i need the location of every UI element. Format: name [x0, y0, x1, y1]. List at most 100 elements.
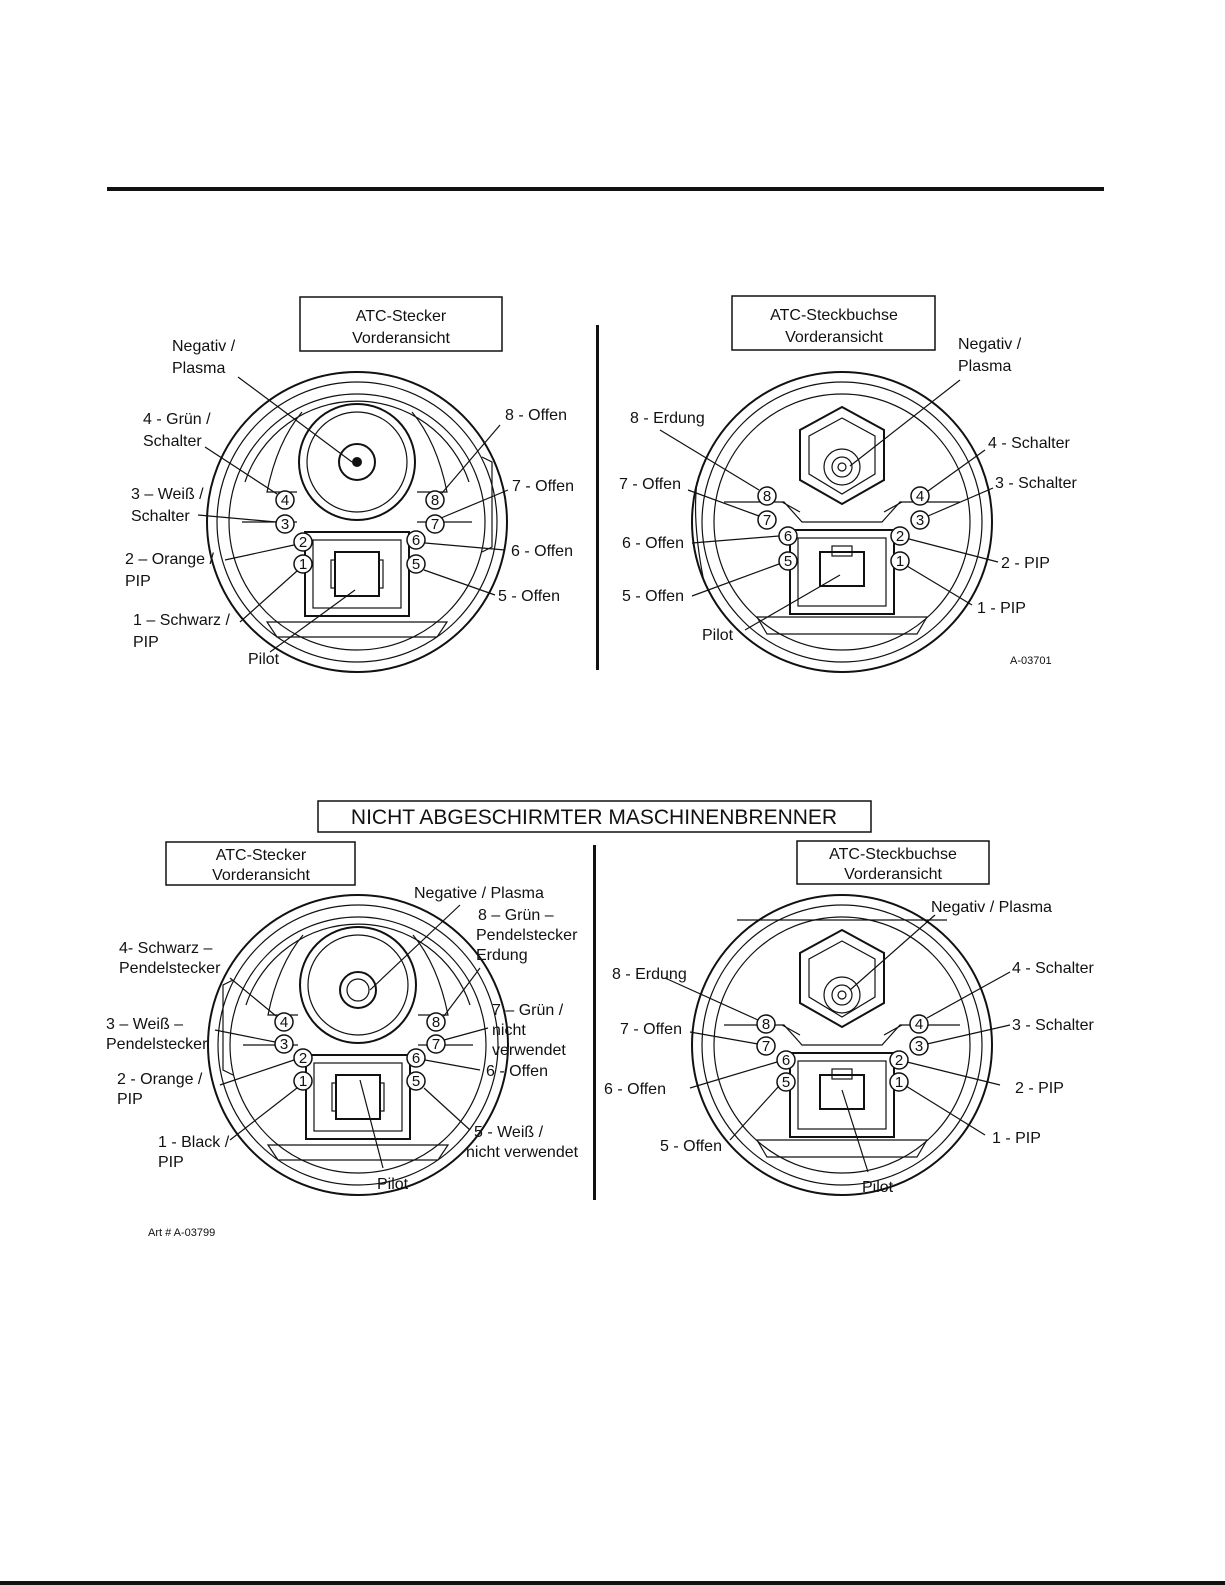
- pin-7: 7: [432, 1036, 440, 1053]
- label-pin5: 5 - Offen: [622, 588, 684, 605]
- label-pin6: 6 - Offen: [511, 543, 573, 560]
- label-negativ-line1: Negativ /: [172, 338, 236, 355]
- pin-7: 7: [763, 512, 771, 529]
- label-pilot: Pilot: [862, 1179, 894, 1196]
- label-pin8-line3: Erdung: [476, 947, 528, 964]
- pin-2: 2: [299, 534, 307, 551]
- label-pin4: 4 - Schalter: [988, 435, 1070, 452]
- pin-6: 6: [782, 1052, 790, 1069]
- pin-1: 1: [299, 556, 307, 573]
- label-pin3: 3 - Schalter: [995, 475, 1077, 492]
- pin-7: 7: [762, 1038, 770, 1055]
- pin-5: 5: [782, 1074, 790, 1091]
- pin-5: 5: [412, 1073, 420, 1090]
- label-pin8-line1: 8 – Grün –: [478, 907, 554, 924]
- label-pin6: 6 - Offen: [604, 1081, 666, 1098]
- plug-leaders: [197, 376, 509, 653]
- pin-1: 1: [299, 1073, 307, 1090]
- label-pin5: 5 - Offen: [660, 1138, 722, 1155]
- figure1-divider: [596, 325, 599, 670]
- socket-title-line1: ATC-Steckbuchse: [829, 846, 957, 863]
- pin-5: 5: [412, 556, 420, 573]
- label-pilot: Pilot: [702, 627, 734, 644]
- socket-pins: 8 7 6 5 4 3 2 1: [756, 1014, 929, 1092]
- plug-title-box: [165, 841, 356, 886]
- art-number-1: A-03701: [1010, 655, 1052, 667]
- pin-3: 3: [915, 1038, 923, 1055]
- plug-connector-face: [207, 894, 509, 1196]
- pin-4: 4: [916, 488, 924, 505]
- pin-6: 6: [784, 528, 792, 545]
- label-pin7: 7 - Offen: [620, 1021, 682, 1038]
- label-pin2-line1: 2 - Orange /: [117, 1071, 203, 1088]
- label-negativ-line1: Negativ /: [958, 336, 1022, 353]
- plug-connector-face: [206, 371, 508, 673]
- header-rule: [107, 187, 1104, 191]
- label-negativ: Negative / Plasma: [414, 885, 544, 902]
- label-pin3: 3 - Schalter: [1012, 1017, 1094, 1034]
- label-pin8: 8 - Erdung: [612, 966, 687, 983]
- label-pin8-line2: Pendelstecker: [476, 927, 578, 944]
- label-pin2: 2 - PIP: [1015, 1080, 1064, 1097]
- plug-labels: Negativ / Plasma 4 - Grün / Schalter 3 –…: [125, 338, 574, 668]
- label-pin2-line1: 2 – Orange /: [125, 551, 215, 568]
- plug-leaders: [214, 904, 489, 1169]
- label-pin8: 8 - Offen: [505, 407, 567, 424]
- label-pin1: 1 - PIP: [977, 600, 1026, 617]
- label-pin5: 5 - Offen: [498, 588, 560, 605]
- plug-title-line1: ATC-Stecker: [216, 847, 307, 864]
- figure2-divider: [593, 845, 596, 1200]
- socket-title-line1: ATC-Steckbuchse: [770, 307, 898, 324]
- label-negativ-line2: Plasma: [172, 360, 225, 377]
- label-pin3-line2: Pendelstecker: [106, 1036, 208, 1053]
- label-pin2-line2: PIP: [117, 1091, 143, 1108]
- label-pin2: 2 - PIP: [1001, 555, 1050, 572]
- label-pin4-line2: Schalter: [143, 433, 202, 450]
- pin-4: 4: [281, 492, 289, 509]
- label-pin7-line1: 7 – Grün /: [492, 1002, 564, 1019]
- figure-2: NICHT ABGESCHIRMTER MASCHINENBRENNER ATC…: [106, 800, 1094, 1239]
- socket-labels: Negativ / Plasma 8 - Erdung 7 - Offen 6 …: [619, 336, 1077, 644]
- label-pin7-line3: verwendet: [492, 1042, 566, 1059]
- label-pin1-line1: 1 - Black /: [158, 1134, 230, 1151]
- socket-title-box: [796, 840, 990, 885]
- plug-pins: 4 3 2 1 8 7 6 5: [275, 490, 445, 574]
- pin-3: 3: [280, 1036, 288, 1053]
- art-number-2: Art # A-03799: [148, 1227, 215, 1239]
- label-pin7: 7 - Offen: [512, 478, 574, 495]
- label-pin2-line2: PIP: [125, 573, 151, 590]
- label-pin4-line1: 4- Schwarz –: [119, 940, 212, 957]
- socket-title-line2: Vorderansicht: [844, 866, 942, 883]
- label-pin4-line2: Pendelstecker: [119, 960, 221, 977]
- pin-4: 4: [915, 1016, 923, 1033]
- label-pilot: Pilot: [248, 651, 280, 668]
- label-negativ: Negativ / Plasma: [931, 899, 1052, 916]
- label-pin1: 1 - PIP: [992, 1130, 1041, 1147]
- socket-pins: 8 7 6 5 4 3 2 1: [757, 486, 930, 571]
- label-pin4: 4 - Schalter: [1012, 960, 1094, 977]
- socket-title-box: [731, 295, 936, 351]
- pin-6: 6: [412, 1050, 420, 1067]
- socket-connector-face: [691, 894, 993, 1196]
- label-pin4-line1: 4 - Grün /: [143, 411, 211, 428]
- label-pin3-line1: 3 – Weiß /: [131, 486, 204, 503]
- label-pin5-line2: nicht verwendet: [466, 1144, 579, 1161]
- figure2-heading-box: [317, 800, 872, 833]
- plug-pins: 4 3 2 1 8 7 6 5: [274, 1012, 446, 1091]
- plug-labels: Negative / Plasma 8 – Grün – Pendelsteck…: [106, 885, 579, 1193]
- plug-title-line2: Vorderansicht: [352, 330, 450, 347]
- label-pin1-line1: 1 – Schwarz /: [133, 612, 230, 629]
- label-pin6: 6 - Offen: [622, 535, 684, 552]
- socket-labels: Negativ / Plasma 8 - Erdung 7 - Offen 6 …: [604, 899, 1094, 1196]
- pin-2: 2: [299, 1050, 307, 1067]
- socket-leaders: [659, 379, 999, 631]
- pin-8: 8: [763, 488, 771, 505]
- plug-title-line2: Vorderansicht: [212, 867, 310, 884]
- pin-8: 8: [762, 1016, 770, 1033]
- pin-4: 4: [280, 1014, 288, 1031]
- label-pin3-line2: Schalter: [131, 508, 190, 525]
- socket-leaders: [664, 914, 1011, 1173]
- figure2-heading: NICHT ABGESCHIRMTER MASCHINENBRENNER: [351, 806, 837, 829]
- label-pin5-line1: 5 - Weiß /: [474, 1124, 544, 1141]
